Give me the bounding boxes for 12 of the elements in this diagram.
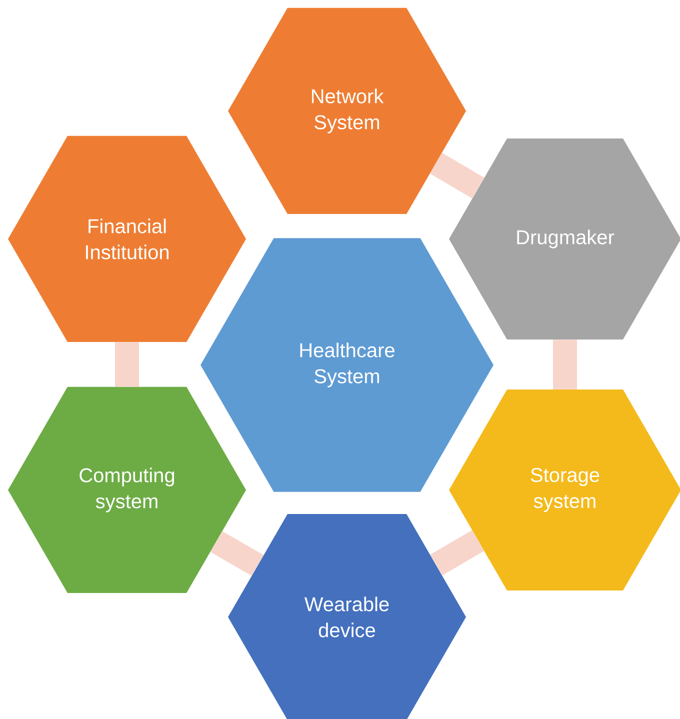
connector-band — [430, 530, 484, 576]
hexagon: Drugmaker — [449, 138, 680, 340]
connector-band — [210, 531, 264, 576]
connector-band — [115, 342, 139, 387]
hexagon: Computing system — [8, 386, 246, 594]
hexagon: Network System — [228, 8, 466, 214]
hexagon: Storage system — [449, 390, 680, 590]
connector-band — [430, 152, 484, 198]
connector-band — [553, 340, 578, 390]
hexagon: Healthcare System — [200, 238, 494, 492]
hexagon: Financial Institution — [8, 136, 246, 342]
hexagon: Wearable device — [228, 514, 466, 719]
